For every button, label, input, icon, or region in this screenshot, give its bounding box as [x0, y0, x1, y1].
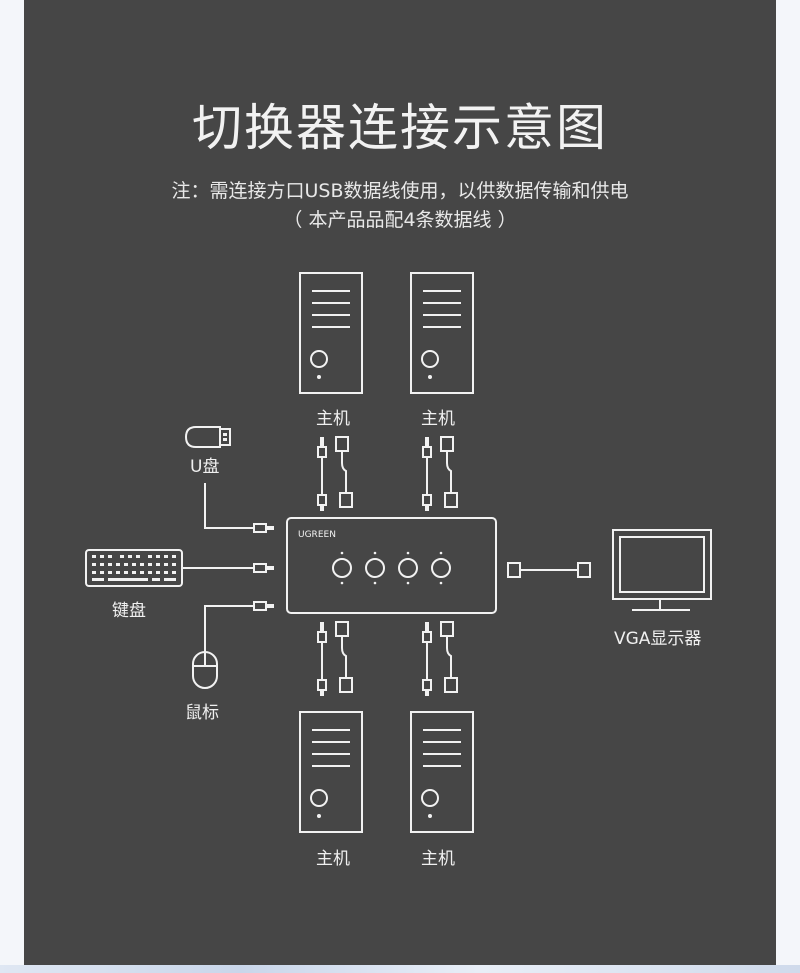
note-line-1: 注：需连接方口USB数据线使用，以供数据传输和供电 — [171, 180, 629, 202]
note-line-2: （ 本产品品配4条数据线 ） — [283, 209, 517, 231]
diagram-panel — [24, 0, 776, 965]
vga-cable-icon — [317, 621, 353, 697]
monitor-icon — [612, 529, 712, 611]
host-label-top-left: 主机 — [316, 409, 350, 429]
host-label-top-right: 主机 — [421, 409, 455, 429]
vga-cable-icon — [422, 621, 458, 697]
bottom-stripe — [0, 965, 800, 973]
vga-cable-icon — [317, 436, 353, 512]
vga-cable-icon — [422, 436, 458, 512]
keyboard-label: 键盘 — [112, 601, 146, 621]
usb-drive-icon — [184, 426, 231, 448]
computer-tower-icon — [299, 272, 363, 394]
page-title: 切换器连接示意图 — [192, 99, 608, 157]
keyboard-icon — [85, 549, 183, 587]
monitor-label: VGA显示器 — [614, 629, 702, 649]
mouse-label: 鼠标 — [185, 703, 219, 723]
kvm-switch — [286, 517, 497, 614]
mouse-icon — [192, 651, 218, 689]
switch-brand: UGREEN — [298, 530, 336, 540]
host-label-bottom-left: 主机 — [316, 849, 350, 869]
computer-tower-icon — [299, 711, 363, 833]
computer-tower-icon — [410, 711, 474, 833]
host-label-bottom-right: 主机 — [421, 849, 455, 869]
computer-tower-icon — [410, 272, 474, 394]
usb-drive-label: U盘 — [190, 457, 220, 477]
